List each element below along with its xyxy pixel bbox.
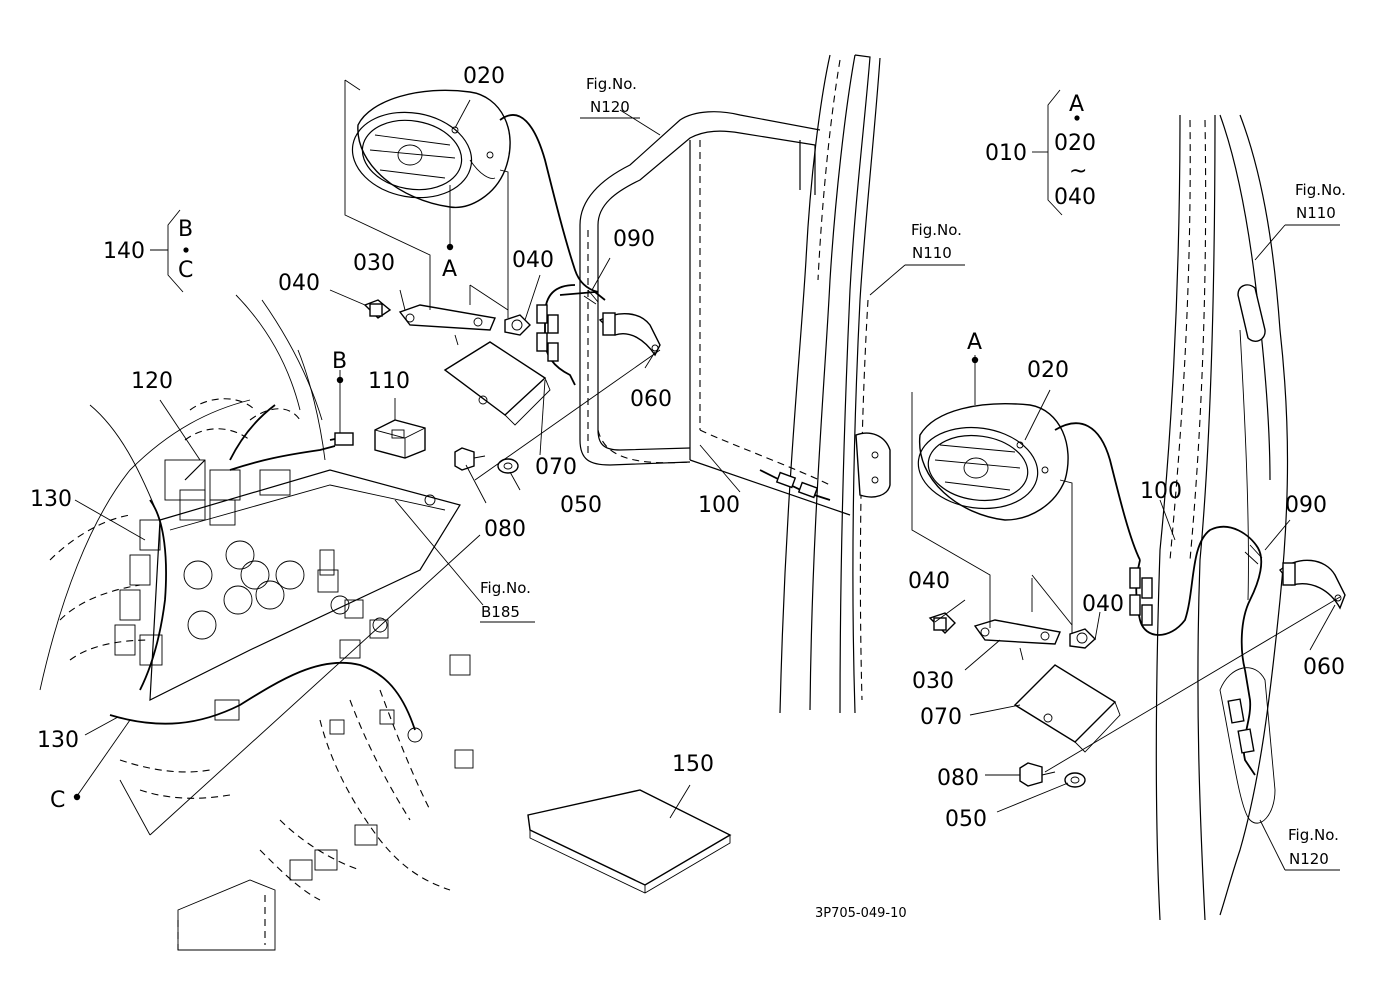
fig-ref-b185-number: B185: [481, 603, 520, 621]
callout-070-right: 070: [920, 705, 962, 730]
marker-dot-a-top: [446, 243, 454, 251]
group140-c: C: [178, 258, 193, 283]
callout-070-upper: 070: [535, 455, 577, 480]
callout-100-right: 100: [1140, 479, 1182, 504]
callout-060-right: 060: [1303, 655, 1345, 680]
callout-130-upper: 130: [30, 487, 72, 512]
callout-050-right: 050: [945, 807, 987, 832]
callout-030-right: 030: [912, 669, 954, 694]
callout-100-upper: 100: [698, 493, 740, 518]
marker-dot-c: [73, 793, 81, 801]
callout-040-right-right: 040: [1082, 592, 1124, 617]
fig-ref-n120-top-title: Fig.No.: [586, 75, 637, 93]
group010-dot: [1074, 115, 1080, 121]
group140-dot: [183, 247, 189, 253]
fig-ref-b185-title: Fig.No.: [480, 579, 531, 597]
callout-080-right: 080: [937, 766, 979, 791]
cab-pillar-center: [759, 54, 891, 714]
drawing-code: 3P705-049-10: [815, 906, 907, 921]
group010-020: 020: [1054, 131, 1096, 156]
headlamp-right: [917, 403, 1141, 561]
leader-lines: [74, 79, 1341, 871]
dashboard-console: [39, 294, 474, 951]
group140-b: B: [178, 217, 193, 242]
headlamp-upper-left: [351, 89, 599, 293]
callout-140: 140: [103, 239, 145, 264]
fig-ref-n110-right-title: Fig.No.: [1295, 181, 1346, 199]
callout-110: 110: [368, 369, 410, 394]
fig-ref-n120-top-number: N120: [590, 98, 630, 116]
callout-040-upper-right: 040: [512, 248, 554, 273]
callout-010: 010: [985, 141, 1027, 166]
marker-b: B: [332, 349, 347, 374]
group010-040: 040: [1054, 185, 1096, 210]
bracket-assembly-upper: [363, 299, 551, 474]
callout-labels: 020 030 040 040 090 060 070 050 080 100 …: [30, 64, 1345, 832]
figure-references: Fig.No. N120 Fig.No. N110 Fig.No. N110 F…: [480, 75, 1346, 868]
callout-080-upper: 080: [484, 517, 526, 542]
fig-ref-n110-center-number: N110: [912, 244, 952, 262]
callout-060-upper: 060: [630, 387, 672, 412]
clamp-060-upper: [559, 289, 661, 357]
group010-tilde: ~: [1069, 159, 1087, 184]
switch-110: [329, 419, 426, 459]
marker-dot-b: [336, 376, 344, 384]
harness-right: [1129, 525, 1263, 776]
callout-030-upper: 030: [353, 251, 395, 276]
operator-manual-150: [527, 789, 732, 894]
marker-dot-a-right: [971, 356, 979, 364]
bracket-assembly-right: [928, 612, 1121, 788]
callout-090-right: 090: [1285, 493, 1327, 518]
marker-a-right: A: [967, 330, 982, 355]
group010-a: A: [1069, 92, 1084, 117]
fig-ref-n120-bottom-number: N120: [1289, 850, 1329, 868]
callout-040-upper-left: 040: [278, 271, 320, 296]
callout-150: 150: [672, 752, 714, 777]
callout-050-upper: 050: [560, 493, 602, 518]
callout-040-right-left: 040: [908, 569, 950, 594]
harness-upper: [536, 284, 576, 386]
fig-ref-n110-center-title: Fig.No.: [911, 221, 962, 239]
callout-020-upper: 020: [463, 64, 505, 89]
rops-frame: [579, 111, 851, 516]
cab-pillar-right: [1155, 114, 1289, 921]
reference-markers: A A B C B C A 020 ~ 040: [50, 92, 1096, 813]
callout-020-right: 020: [1027, 358, 1069, 383]
callout-130-lower: 130: [37, 728, 79, 753]
callout-090-upper: 090: [613, 227, 655, 252]
fig-ref-n120-bottom-title: Fig.No.: [1288, 826, 1339, 844]
callout-120: 120: [131, 369, 173, 394]
marker-a-top: A: [442, 257, 457, 282]
clamp-060-right: [1279, 559, 1346, 610]
fig-ref-n110-right-number: N110: [1296, 204, 1336, 222]
marker-c: C: [50, 788, 65, 813]
